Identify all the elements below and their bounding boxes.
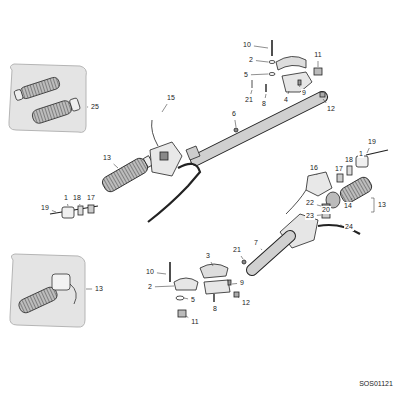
callout-number: 17 <box>86 194 96 202</box>
callout-number: 18 <box>344 156 354 164</box>
leader-line <box>162 104 167 112</box>
leader-line <box>241 256 243 259</box>
leader-line <box>186 316 188 318</box>
callout-number: 17 <box>334 165 344 173</box>
leader-line <box>318 61 319 67</box>
callout-number: 18 <box>72 194 82 202</box>
callout-number: 10 <box>145 268 155 276</box>
leader-line <box>288 91 289 94</box>
callout-number: 21 <box>232 246 242 254</box>
leader-line <box>235 120 236 127</box>
leader-line <box>351 198 352 200</box>
callout-number: 13 <box>102 154 112 162</box>
leader-line <box>52 211 56 212</box>
callout-number: 9 <box>239 279 245 287</box>
callout-number: 24 <box>344 223 354 231</box>
callout-number: 7 <box>253 239 259 247</box>
callout-number: 23 <box>305 212 315 220</box>
bracket <box>371 198 374 212</box>
callout-number: 2 <box>147 283 153 291</box>
callout-number: 20 <box>321 206 331 214</box>
leader-line <box>184 298 188 300</box>
callout-number: 2 <box>248 56 254 64</box>
callout-number: 14 <box>343 202 353 210</box>
leader-line <box>340 225 342 226</box>
drawing-code: SOS01121 <box>358 380 394 388</box>
callout-number: 19 <box>367 138 377 146</box>
callout-number: 10 <box>242 41 252 49</box>
callout-number: 8 <box>261 100 267 108</box>
callout-number: 1 <box>63 194 69 202</box>
right-grip-assembly <box>280 150 388 248</box>
leader-line <box>157 273 166 274</box>
leader-line <box>265 94 267 98</box>
accessory-inset <box>10 254 85 327</box>
leader-line <box>86 289 92 290</box>
callout-number: 5 <box>243 71 249 79</box>
leader-line <box>238 297 239 299</box>
callout-number: 16 <box>309 164 319 172</box>
callout-number: 4 <box>283 96 289 104</box>
callout-number: 12 <box>241 299 251 307</box>
callout-number: 3 <box>205 252 211 260</box>
leader-line <box>79 204 80 205</box>
callout-number: 11 <box>190 318 199 326</box>
leader-line <box>254 46 268 48</box>
accessory-inset <box>9 64 87 132</box>
callout-number: 22 <box>305 199 315 207</box>
callout-number: 13 <box>94 285 104 293</box>
leader-line <box>256 61 268 62</box>
callout-number: 9 <box>301 89 307 97</box>
callout-number: 6 <box>231 110 237 118</box>
leader-line <box>87 107 88 108</box>
leader-line <box>261 249 262 250</box>
leader-line <box>316 174 317 175</box>
leader-line <box>155 286 174 288</box>
callout-number: 19 <box>40 204 50 212</box>
handlebar-tube <box>196 97 322 160</box>
callout-number: 1 <box>358 150 364 158</box>
leader-line <box>67 204 69 206</box>
leader-line <box>317 215 321 216</box>
callout-number: 15 <box>166 94 176 102</box>
leader-line <box>114 164 118 168</box>
callout-number: 21 <box>244 96 254 104</box>
leader-line <box>367 148 369 153</box>
callout-number: 5 <box>190 296 196 304</box>
callout-number: 11 <box>313 51 322 59</box>
leader-line <box>251 90 252 94</box>
handlebar-clamp <box>234 40 325 132</box>
callout-number: 13 <box>377 201 387 209</box>
leader-line <box>298 84 300 87</box>
callout-number: 25 <box>90 103 100 111</box>
callout-number: 12 <box>326 105 336 113</box>
left-grip-assembly <box>50 120 200 222</box>
leader-line <box>211 262 213 266</box>
leader-line <box>323 99 326 103</box>
leader-line <box>232 283 237 285</box>
lower-handlebar <box>170 236 290 317</box>
callout-number: 8 <box>212 305 218 313</box>
leader-line <box>251 74 268 76</box>
